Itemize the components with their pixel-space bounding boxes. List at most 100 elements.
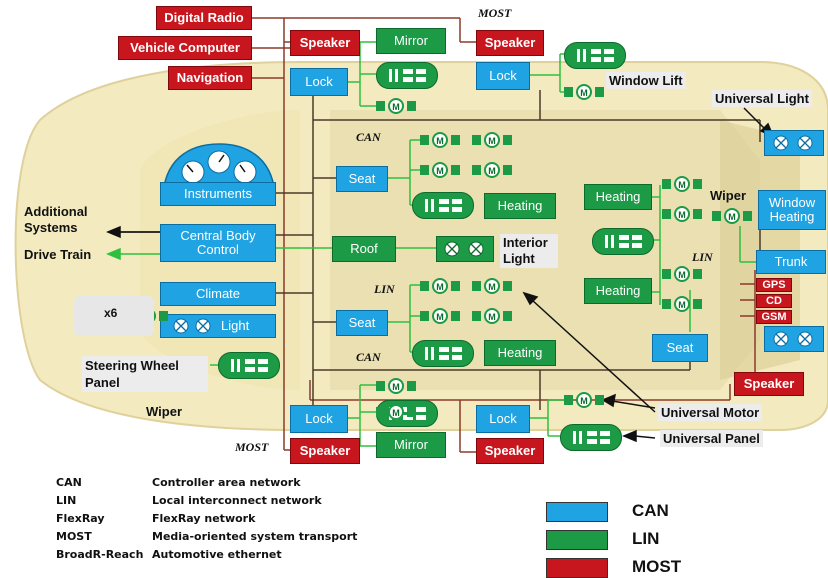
panel-pill-icon — [412, 192, 474, 219]
motor-icon: M — [472, 278, 512, 294]
speaker-trunk-node: Speaker — [734, 372, 804, 396]
motor-icon: M — [472, 308, 512, 324]
heating-right-top-node: Heating — [584, 184, 652, 210]
seat-right-node: Seat — [652, 334, 708, 362]
window-heating-node: Window Heating — [758, 190, 826, 230]
most-label-bottom: MOST — [235, 440, 269, 454]
motor-icon: M — [662, 206, 702, 222]
can-label-top: CAN — [356, 130, 381, 144]
universal-light-lamps-bottom — [764, 326, 824, 352]
most-label-top: MOST — [478, 6, 512, 20]
speaker-rear-left-node: Speaker — [290, 438, 360, 464]
motor-icon: M — [662, 176, 702, 192]
svg-text:M: M — [678, 270, 686, 280]
svg-text:M: M — [392, 408, 400, 418]
heating-right-bottom-node: Heating — [584, 278, 652, 304]
svg-text:M: M — [436, 312, 444, 322]
vehicle-computer-node: Vehicle Computer — [118, 36, 252, 60]
trunk-node: Trunk — [756, 250, 826, 274]
x6-label: x6 — [104, 306, 118, 320]
light-node: Light — [160, 314, 276, 338]
gps-node: GPS — [756, 278, 792, 292]
svg-text:M: M — [488, 282, 496, 292]
svg-text:M: M — [678, 180, 686, 190]
motor-icon: M — [564, 392, 604, 408]
legend-meaning: Local interconnect network — [152, 494, 322, 507]
motor-icon: M — [564, 84, 604, 100]
lock-rear-right-node: Lock — [476, 405, 530, 433]
interior-light-lamps — [436, 236, 494, 262]
legend-meaning: Automotive ethernet — [152, 548, 282, 561]
motor-icon: M — [420, 278, 460, 294]
lock-front-right-node: Lock — [476, 62, 530, 90]
legend-abbr: FlexRay — [56, 512, 105, 525]
universal-light-label: Universal Light — [712, 90, 812, 107]
steering-wheel-panel-label: Steering Wheel Panel — [82, 356, 208, 392]
key-swatch — [546, 502, 608, 522]
panel-pill-icon — [376, 62, 438, 89]
speaker-rear-right-node: Speaker — [476, 438, 544, 464]
universal-panel-label: Universal Panel — [660, 430, 763, 447]
window-lift-label: Window Lift — [606, 72, 686, 89]
legend-abbr: CAN — [56, 476, 82, 489]
key-label: CAN — [632, 501, 669, 520]
legend-meaning: Media-oriented system transport — [152, 530, 358, 543]
heating-front-seat-node: Heating — [484, 193, 556, 219]
wiper-right-label: Wiper — [710, 188, 746, 203]
motor-icon: M — [712, 208, 752, 224]
key-label: MOST — [632, 557, 682, 576]
panel-pill-icon — [412, 340, 474, 367]
climate-node: Climate — [160, 282, 276, 306]
motor-icon: M — [472, 132, 512, 148]
lin-label-right: LIN — [692, 250, 713, 264]
svg-text:M: M — [436, 282, 444, 292]
svg-text:M: M — [678, 210, 686, 220]
instruments-node: Instruments — [160, 182, 276, 206]
key-swatch — [546, 530, 608, 550]
light-label: Light — [221, 318, 250, 333]
mirror-rear-node: Mirror — [376, 432, 446, 458]
x6-motor-group: x6 — [74, 296, 154, 336]
lin-label-left: LIN — [374, 282, 395, 296]
legend-abbr: MOST — [56, 530, 92, 543]
roof-node: Roof — [332, 236, 396, 262]
drive-train-label: Drive Train — [24, 247, 92, 262]
svg-text:M: M — [580, 396, 588, 406]
legend-meaning: Controller area network — [152, 476, 301, 489]
motor-icon: M — [420, 308, 460, 324]
svg-text:M: M — [436, 136, 444, 146]
digital-radio-node: Digital Radio — [156, 6, 252, 30]
svg-text:M: M — [728, 212, 736, 222]
panel-pill-icon — [218, 352, 280, 379]
key-swatch — [546, 558, 608, 578]
svg-text:M: M — [436, 166, 444, 176]
speaker-front-left-node: Speaker — [290, 30, 360, 56]
svg-text:M: M — [580, 88, 588, 98]
lamp-icon — [173, 318, 211, 334]
motor-icon: M — [662, 296, 702, 312]
motor-icon: M — [420, 132, 460, 148]
motor-icon: M — [420, 162, 460, 178]
navigation-node: Navigation — [168, 66, 252, 90]
interior-light-label: Interior Light — [500, 234, 558, 268]
central-body-control-node: Central Body Control — [160, 224, 276, 262]
mirror-front-node: Mirror — [376, 28, 446, 54]
panel-pill-icon — [592, 228, 654, 255]
universal-light-lamps-top — [764, 130, 824, 156]
lamp-icon — [773, 331, 813, 347]
key-label: LIN — [632, 529, 660, 548]
legend-meaning: FlexRay network — [152, 512, 256, 525]
lamp-icon — [444, 241, 484, 257]
universal-motor-label: Universal Motor — [658, 404, 763, 421]
legend-abbr: LIN — [56, 494, 77, 507]
motor-icon: M — [376, 98, 416, 114]
additional-systems-label: Additional Systems — [24, 204, 88, 235]
svg-text:M: M — [488, 312, 496, 322]
legend-abbr: BroadR-Reach — [56, 548, 144, 561]
motor-icon: M — [376, 378, 416, 394]
svg-text:M: M — [678, 300, 686, 310]
seat-front-node: Seat — [336, 166, 388, 192]
motor-icon: M — [472, 162, 512, 178]
lock-rear-left-node: Lock — [290, 405, 348, 433]
